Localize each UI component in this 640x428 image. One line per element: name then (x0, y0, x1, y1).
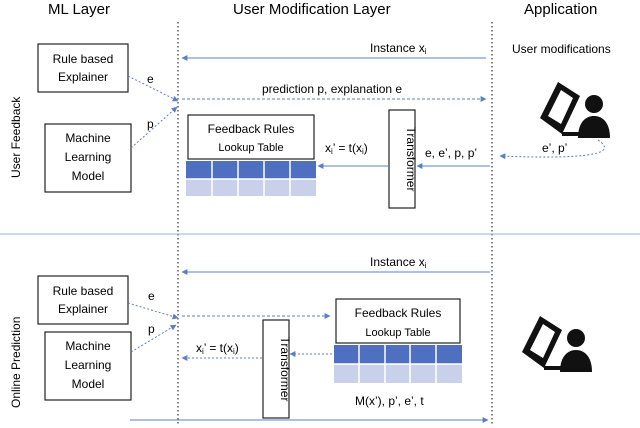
user-modification-layer-header: User Modification Layer (233, 1, 391, 18)
instance-label-2: Instance xi (370, 255, 427, 270)
ml-model-box (44, 123, 132, 193)
user-laptop-icon-2 (522, 316, 592, 372)
transformer-2-label: Transformer (278, 337, 292, 402)
rule-explainer-box (37, 43, 129, 93)
ml-model-line1: Machine (65, 131, 111, 145)
transform-equation: xi’ = t(xi) (325, 141, 368, 156)
user-modifications-label: User modifications (512, 42, 611, 56)
ml-model-2-line3: Model (72, 377, 105, 391)
feedback-rules-box (187, 114, 315, 160)
e-label-2: e (148, 289, 155, 303)
app-output-label: e’, p’ (542, 141, 567, 155)
feedback-rules-subtitle: Lookup Table (218, 142, 283, 154)
lookup-table-2 (334, 345, 462, 383)
feedback-rules-title: Feedback Rules (208, 122, 295, 136)
transformer-inputs-label: e, e’, p, p’ (425, 146, 477, 160)
rule-explainer-box-2 (37, 275, 129, 325)
user-laptop-icon (540, 82, 610, 138)
ml-model-line3: Model (72, 169, 105, 183)
feedback-rules-2-subtitle: Lookup Table (365, 327, 430, 339)
application-header: Application (524, 1, 597, 18)
explainer-2-arrow (127, 302, 179, 320)
feedback-rules-2-title: Feedback Rules (355, 306, 442, 320)
p-label-2: p (148, 322, 155, 336)
explainer-to-center-arrow (127, 75, 179, 102)
e-label: e (147, 72, 154, 86)
rule-explainer-line2: Explainer (58, 70, 108, 84)
section-label-user-feedback: User Feedback (9, 96, 23, 178)
ml-model-box-2 (44, 331, 132, 401)
ml-model-2-line2: Learning (65, 358, 112, 372)
lookup-output-label: M(x’), p’, e’, t (355, 394, 424, 408)
feedback-rules-box-2 (335, 298, 461, 344)
transformer-box (388, 109, 416, 209)
rule-explainer-2-line1: Rule based (53, 284, 114, 298)
transform-equation-2: xi’ = t(xi) (196, 341, 239, 356)
instance-label: Instance xi (370, 41, 427, 56)
rule-explainer-line1: Rule based (53, 52, 114, 66)
section-label-online-prediction: Online Prediction (9, 317, 23, 408)
prediction-label: prediction p, explanation e (262, 82, 402, 96)
ml-layer-header: ML Layer (48, 1, 110, 18)
bottom-section: Rule based Explainer Machine Learning Mo… (37, 255, 592, 423)
ml-model-line2: Learning (65, 150, 112, 164)
model-2-arrow (130, 324, 177, 353)
rule-explainer-2-line2: Explainer (58, 302, 108, 316)
ml-model-2-line1: Machine (65, 339, 111, 353)
top-section: Rule based Explainer Machine Learning Mo… (37, 41, 611, 209)
p-label: p (147, 117, 154, 131)
model-to-center-arrow (130, 106, 178, 149)
transformer-box-2 (262, 319, 290, 419)
transformer-label: Transformer (404, 127, 418, 192)
feedback-return-arrow (499, 139, 605, 160)
lookup-table (186, 161, 316, 196)
